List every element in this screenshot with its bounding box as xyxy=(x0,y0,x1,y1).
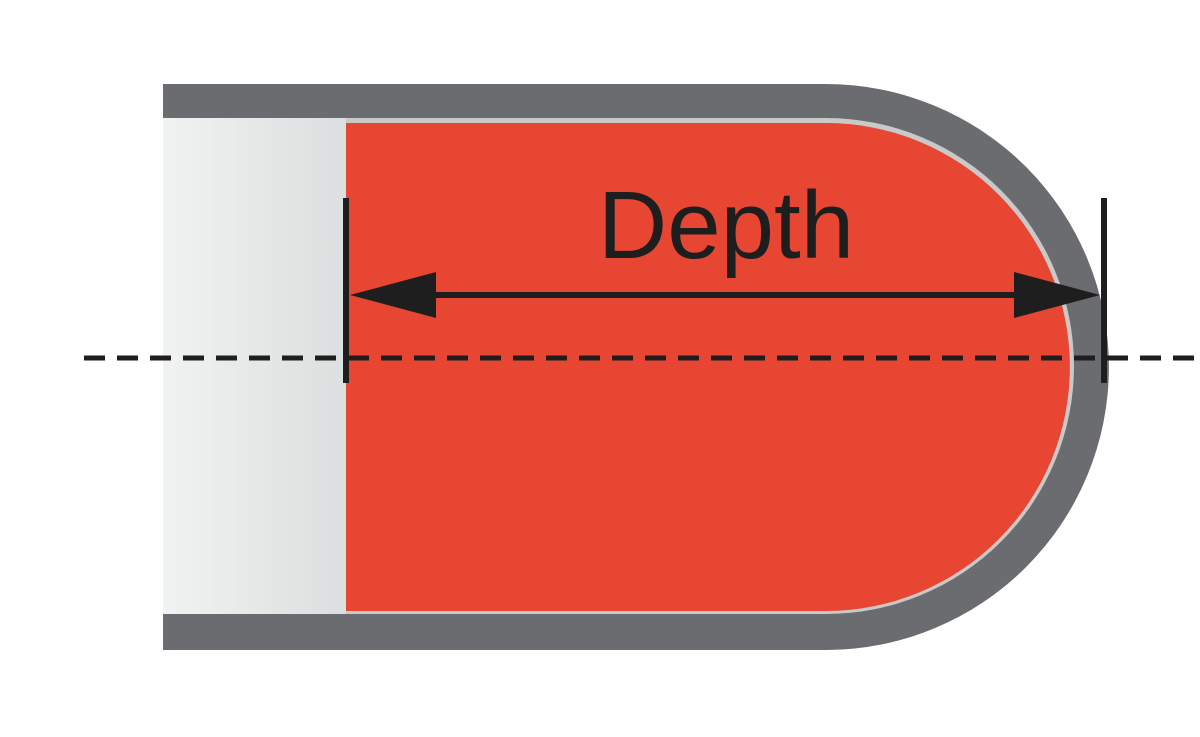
filled-region xyxy=(346,123,1070,611)
right-arrowhead xyxy=(1014,272,1100,318)
empty-region xyxy=(163,118,346,614)
depth-label: Depth xyxy=(598,172,854,279)
left-arrowhead xyxy=(350,272,436,318)
